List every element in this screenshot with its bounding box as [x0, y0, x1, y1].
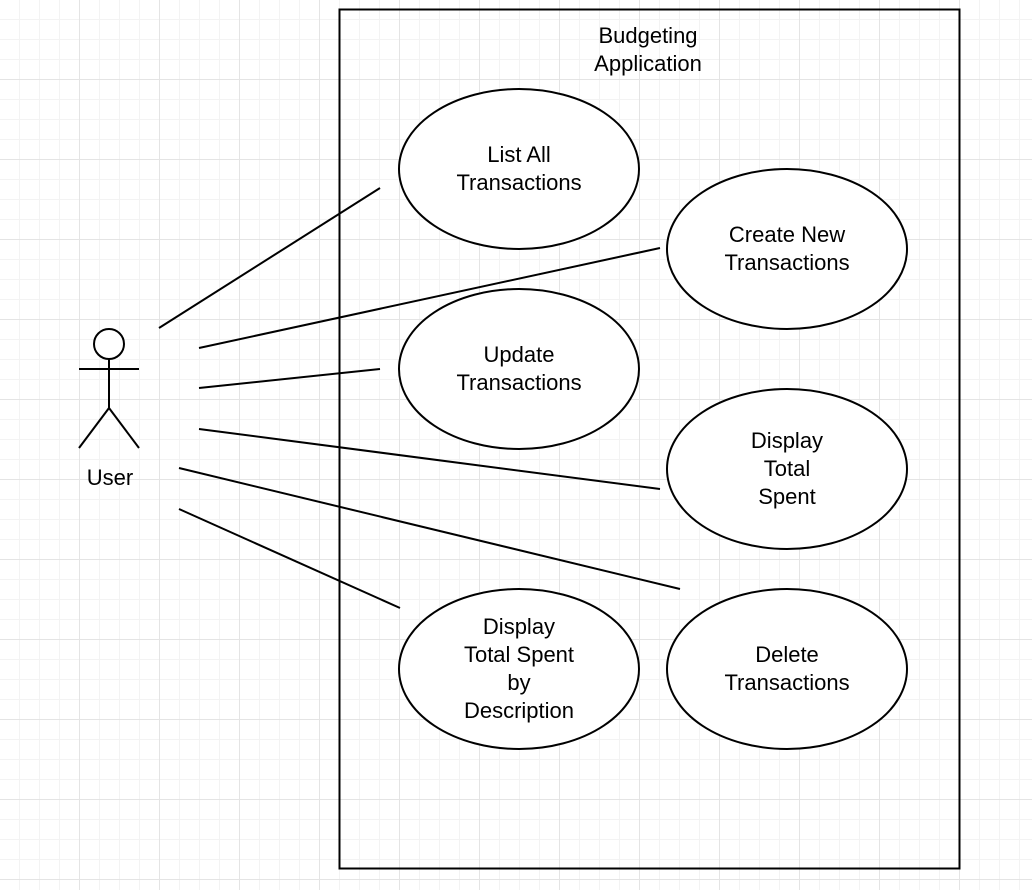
association-delete-transactions[interactable] [178, 467, 681, 590]
system-boundary[interactable] [338, 8, 961, 870]
use-case-display-total-spent-by-description[interactable] [398, 588, 640, 750]
use-case-delete-transactions[interactable] [666, 588, 908, 750]
association-update-transactions[interactable] [198, 368, 381, 389]
use-case-update-transactions[interactable] [398, 288, 640, 450]
use-case-create-new-transactions[interactable] [666, 168, 908, 330]
use-case-list-all-transactions[interactable] [398, 88, 640, 250]
use-case-label-update-transactions: Update Transactions [456, 342, 582, 395]
use-case-label-display-total-spent: Display Total Spent [750, 428, 824, 509]
actor-stick-figure-icon[interactable] [78, 328, 140, 449]
use-case-label-delete-transactions: Delete Transactions [724, 642, 850, 695]
system-title: Budgeting Application [594, 23, 702, 76]
use-case-label-create-new-transactions: Create New Transactions [724, 222, 850, 275]
actor-label: User [86, 465, 134, 490]
use-case-display-total-spent[interactable] [666, 388, 908, 550]
association-create-new-transactions[interactable] [198, 247, 661, 349]
use-case-label-list-all-transactions: List All Transactions [456, 142, 582, 195]
association-display-total-spent-by-description[interactable] [178, 508, 401, 609]
association-list-all-transactions[interactable] [158, 187, 381, 329]
use-case-label-display-total-spent-by-description: Display Total Spent by Description [463, 614, 575, 723]
association-display-total-spent[interactable] [198, 428, 661, 490]
